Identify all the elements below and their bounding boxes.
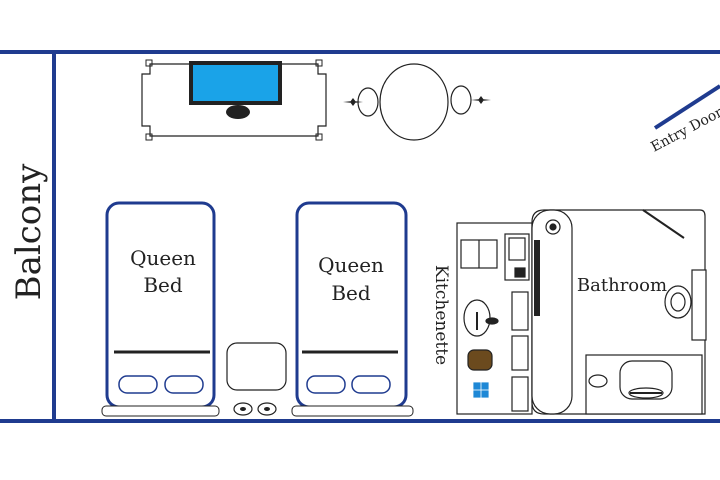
dining-table [379,63,449,141]
bathroom [531,209,707,415]
kitchenette-label: Kitchenette [431,265,451,365]
entry-door [653,84,720,130]
kitchenette [456,222,533,415]
table-icon [343,63,491,141]
entry-door-label: Entry Door [648,104,720,155]
balcony-label: Balcony [9,163,49,301]
stove-icon [467,349,493,398]
refrigerator-icon [504,233,530,281]
tv-console [141,59,327,141]
toilet-icon [664,269,707,341]
queen-bed-2: Queen Bed [291,201,414,417]
pillow [118,375,158,394]
bed-1-label-line-2: Bed [143,273,183,297]
bed-1-label-line-1: Queen [130,246,196,270]
vanity [585,354,703,415]
pillow [164,375,204,394]
queen-bed-1: Queen Bed [101,201,220,417]
shower [531,209,573,415]
walls [0,50,720,423]
nightstand [226,342,287,416]
tv-icon [189,61,282,119]
bathroom-label: Bathroom [577,275,667,296]
bed-2-label-line-2: Bed [331,281,371,305]
chair-right [450,85,472,115]
bed-2-label-line-1: Queen [318,253,384,277]
bathroom-door [642,209,685,239]
pillow [351,375,391,394]
pillow [306,375,346,394]
sink-icon [463,299,499,337]
